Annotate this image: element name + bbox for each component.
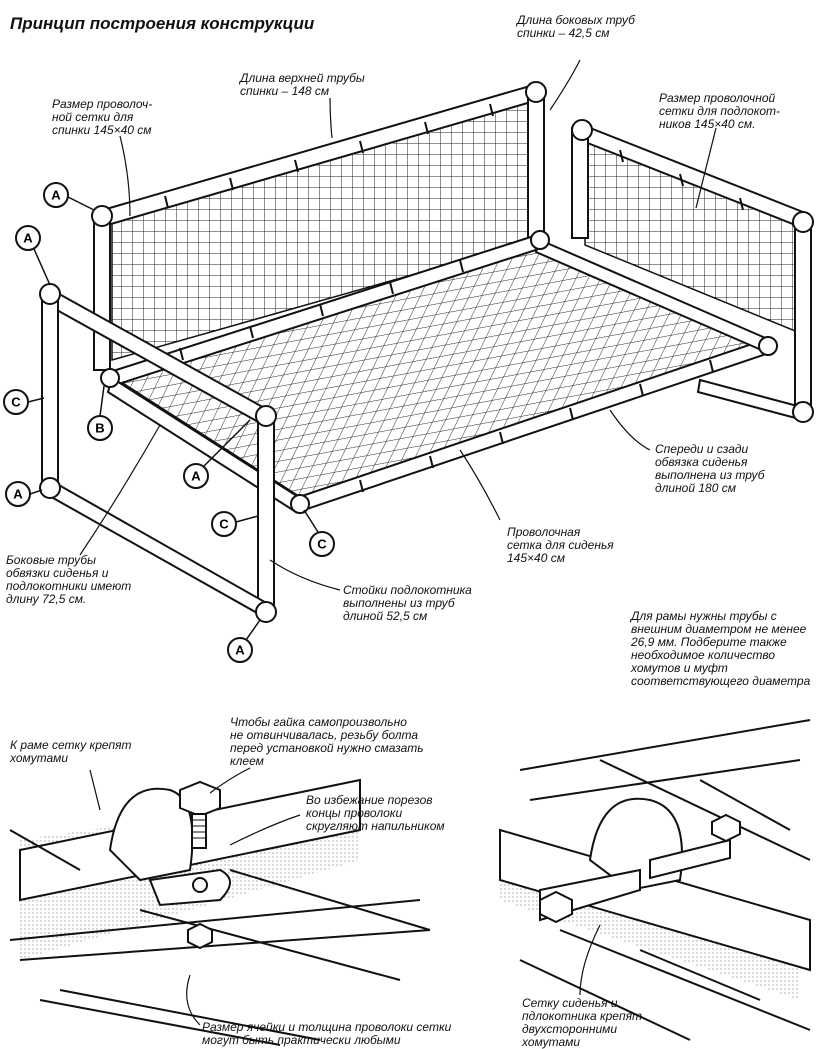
marker-a3-label: A bbox=[13, 487, 23, 502]
marker-a2-label: A bbox=[23, 231, 33, 246]
marker-a5 bbox=[227, 637, 253, 663]
armrest-right-front-post bbox=[794, 221, 812, 413]
label-back-mesh: Размер проволоч- ной сетки для спинки 14… bbox=[52, 97, 153, 137]
label-seat-mesh: Проволочная сетка для сиденья 145×40 см bbox=[507, 525, 614, 565]
marker-c2-label: C bbox=[219, 517, 229, 532]
armrest-left-back-post bbox=[41, 294, 59, 486]
label-front-back-tubes: Спереди и сзади обвязка сиденья выполнен… bbox=[655, 442, 765, 495]
bottom-right-runner bbox=[696, 378, 807, 422]
label-clamp-mesh: К раме сетку крепят хомутами bbox=[10, 738, 132, 765]
marker-c2 bbox=[211, 511, 237, 537]
label-top-back-tube: Длина верхней трубы спинки – 148 см bbox=[240, 71, 365, 98]
marker-a1-label: A bbox=[51, 188, 61, 203]
marker-a5-label: A bbox=[235, 643, 245, 658]
marker-a1 bbox=[43, 182, 69, 208]
detail-left-clamp bbox=[9, 778, 431, 1046]
marker-a2 bbox=[15, 225, 41, 251]
marker-a4 bbox=[183, 463, 209, 489]
marker-b1-label: B bbox=[95, 421, 104, 436]
label-armrest-mesh: Размер проволочной сетки для подлокот- н… bbox=[659, 91, 781, 131]
label-wire-ends: Во избежание порезов концы проволоки скр… bbox=[306, 793, 445, 833]
marker-c3-label: C bbox=[317, 537, 327, 552]
back-left-post bbox=[93, 219, 111, 371]
page-title: Принцип построения конструкции bbox=[10, 14, 315, 33]
marker-c1-label: C bbox=[11, 395, 21, 410]
detail-right-clamp bbox=[499, 719, 811, 1041]
back-right-post bbox=[527, 95, 545, 245]
label-cell-size: Размер ячейки и толщина проволоки сетки … bbox=[202, 1020, 452, 1047]
label-double-clamps: Сетку сиденья и пдлокотника крепят двухс… bbox=[522, 996, 642, 1049]
label-side-back-tubes: Длина боковых труб спинки – 42,5 см bbox=[517, 13, 635, 40]
label-armrest-posts: Стойки подлокотника выполнены из труб дл… bbox=[343, 583, 472, 623]
marker-c3 bbox=[309, 531, 335, 557]
label-side-tubes: Боковые трубы обвязки сиденья и подлокот… bbox=[6, 553, 132, 606]
label-nut-note: Чтобы гайка самопроизвольно не отвинчива… bbox=[230, 715, 424, 768]
armrest-right-back-post bbox=[571, 127, 589, 239]
armrest-left-front-post bbox=[257, 417, 275, 609]
label-pipe-note: Для рамы нужны трубы с внешним диаметром… bbox=[631, 609, 811, 688]
marker-a4-label: A bbox=[191, 469, 201, 484]
